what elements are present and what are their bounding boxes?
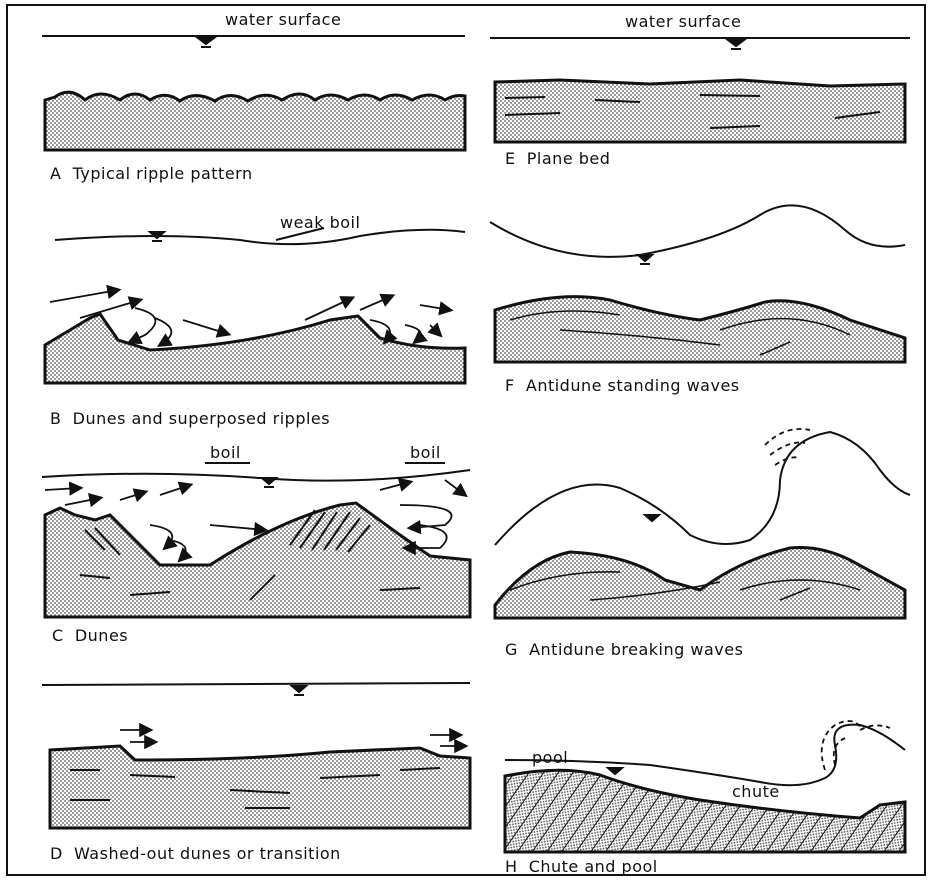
panel-g-antidune-bed xyxy=(495,548,905,619)
panel-g-breaking-wave-surface xyxy=(495,432,910,545)
water-surface-label-right: water surface xyxy=(625,12,741,31)
panel-title: Typical ripple pattern xyxy=(73,164,253,183)
panel-e-caption: E Plane bed xyxy=(505,149,610,168)
panel-b-caption: B Dunes and superposed ripples xyxy=(50,409,330,428)
water-level-symbol xyxy=(608,768,622,774)
panel-e-plane-bed xyxy=(495,80,905,142)
panel-b-water-surface xyxy=(55,230,465,244)
panel-c-dune-bed xyxy=(45,503,470,617)
water-level-symbol xyxy=(292,686,306,695)
panel-letter: F xyxy=(505,376,515,395)
water-level-symbol xyxy=(728,40,744,49)
panel-title: Dunes xyxy=(75,626,128,645)
water-level-symbol xyxy=(262,478,276,487)
panel-letter: D xyxy=(50,844,63,863)
panel-title: Antidune standing waves xyxy=(526,376,740,395)
panel-letter: E xyxy=(505,149,516,168)
panel-h-caption: H Chute and pool xyxy=(505,857,658,876)
panel-title: Antidune breaking waves xyxy=(529,640,743,659)
panel-c-caption: C Dunes xyxy=(52,626,128,645)
panel-d-sediment-bed xyxy=(50,746,470,828)
panel-letter: A xyxy=(50,164,61,183)
panel-title: Chute and pool xyxy=(529,857,658,876)
panel-f-water-surface xyxy=(490,205,905,257)
panel-b-dune-bed xyxy=(45,314,465,383)
panel-g-breaking-crest xyxy=(765,429,810,465)
panel-letter: G xyxy=(505,640,518,659)
panel-title: Washed-out dunes or transition xyxy=(74,844,341,863)
panel-letter: H xyxy=(505,857,518,876)
panel-h-chute-pool-bed xyxy=(505,770,905,852)
panel-f-antidune-bed xyxy=(495,297,905,362)
panel-title: Dunes and superposed ripples xyxy=(73,409,330,428)
weak-boil-label: weak boil xyxy=(280,213,360,232)
panel-letter: C xyxy=(52,626,64,645)
panel-g-caption: G Antidune breaking waves xyxy=(505,640,743,659)
water-level-symbol xyxy=(198,38,214,47)
panel-f-caption: F Antidune standing waves xyxy=(505,376,740,395)
panel-d-flow-arrows xyxy=(120,730,465,746)
panel-a-caption: A Typical ripple pattern xyxy=(50,164,253,183)
panel-a-sediment-bed xyxy=(45,92,465,150)
pool-label: pool xyxy=(532,748,568,767)
boil-label-2: boil xyxy=(410,443,441,462)
water-level-symbol xyxy=(638,255,652,264)
chute-label: chute xyxy=(732,782,780,801)
panel-letter: B xyxy=(50,409,61,428)
panel-d-water-surface xyxy=(42,683,470,685)
water-level-symbol xyxy=(645,515,659,521)
panel-title: Plane bed xyxy=(527,149,611,168)
panel-h-breaking-curl xyxy=(822,721,890,770)
panel-c-water-surface xyxy=(42,470,470,481)
water-surface-label-left: water surface xyxy=(225,10,341,29)
boil-label-1: boil xyxy=(210,443,241,462)
panel-d-caption: D Washed-out dunes or transition xyxy=(50,844,341,863)
